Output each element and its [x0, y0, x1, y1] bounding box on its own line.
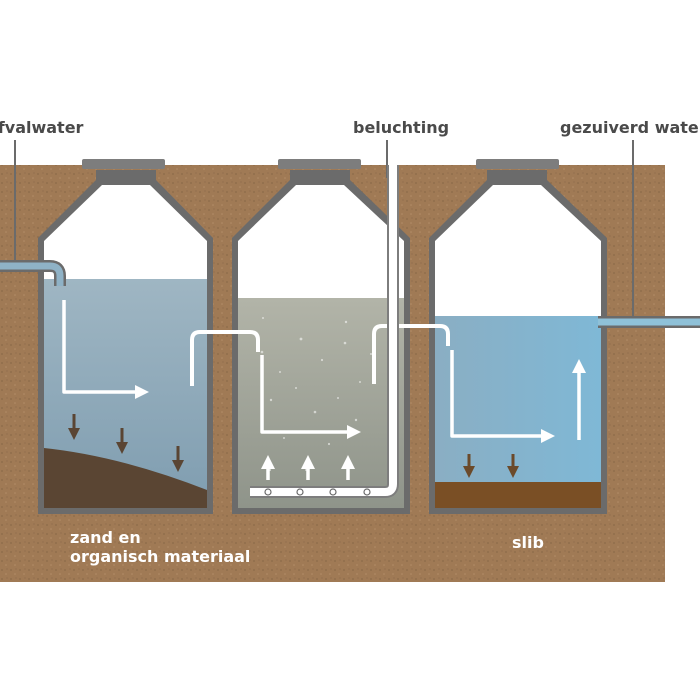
bubble-arrows: [261, 455, 355, 480]
label-sludge: slib: [512, 533, 544, 552]
aerator-holes: [264, 488, 371, 496]
tank-1-sediment: [44, 448, 207, 508]
transfer-pipe-2: [372, 324, 450, 384]
label-sediment-line-1: zand en: [70, 528, 141, 547]
inlet-pipe-water: [0, 262, 64, 286]
flow-arrows: [62, 300, 586, 443]
pipes: [0, 140, 700, 498]
tank-3: [429, 159, 607, 514]
settle-arrows-tank-3: [463, 454, 519, 478]
label-outflow: gezuiverd water: [560, 118, 700, 137]
tank-1-lid: [82, 159, 165, 169]
tank-2: [232, 159, 410, 514]
arrow-right-icon: [450, 350, 555, 443]
tank-3-sludge: [435, 482, 601, 508]
arrow-right-icon: [62, 300, 149, 399]
circle-icon: [363, 488, 371, 496]
label-aeration: beluchting: [353, 118, 449, 137]
arrow-right-icon: [260, 355, 361, 439]
tank-2-lid: [278, 159, 361, 169]
tank-2-water: [238, 298, 404, 508]
tank-1: [38, 159, 213, 514]
circle-icon: [264, 488, 272, 496]
circle-icon: [296, 488, 304, 496]
circle-icon: [329, 488, 337, 496]
tank-3-lid: [476, 159, 559, 169]
label-inflow: afvalwater: [0, 118, 84, 137]
aeration-pipe-inner: [250, 165, 397, 496]
label-sediment-line-2: organisch materiaal: [70, 547, 250, 566]
tank-3-water: [435, 316, 601, 508]
settle-arrows-tank-1: [68, 414, 184, 472]
outlet-pipe-water: [598, 318, 700, 326]
transfer-pipe-1: [190, 330, 260, 386]
